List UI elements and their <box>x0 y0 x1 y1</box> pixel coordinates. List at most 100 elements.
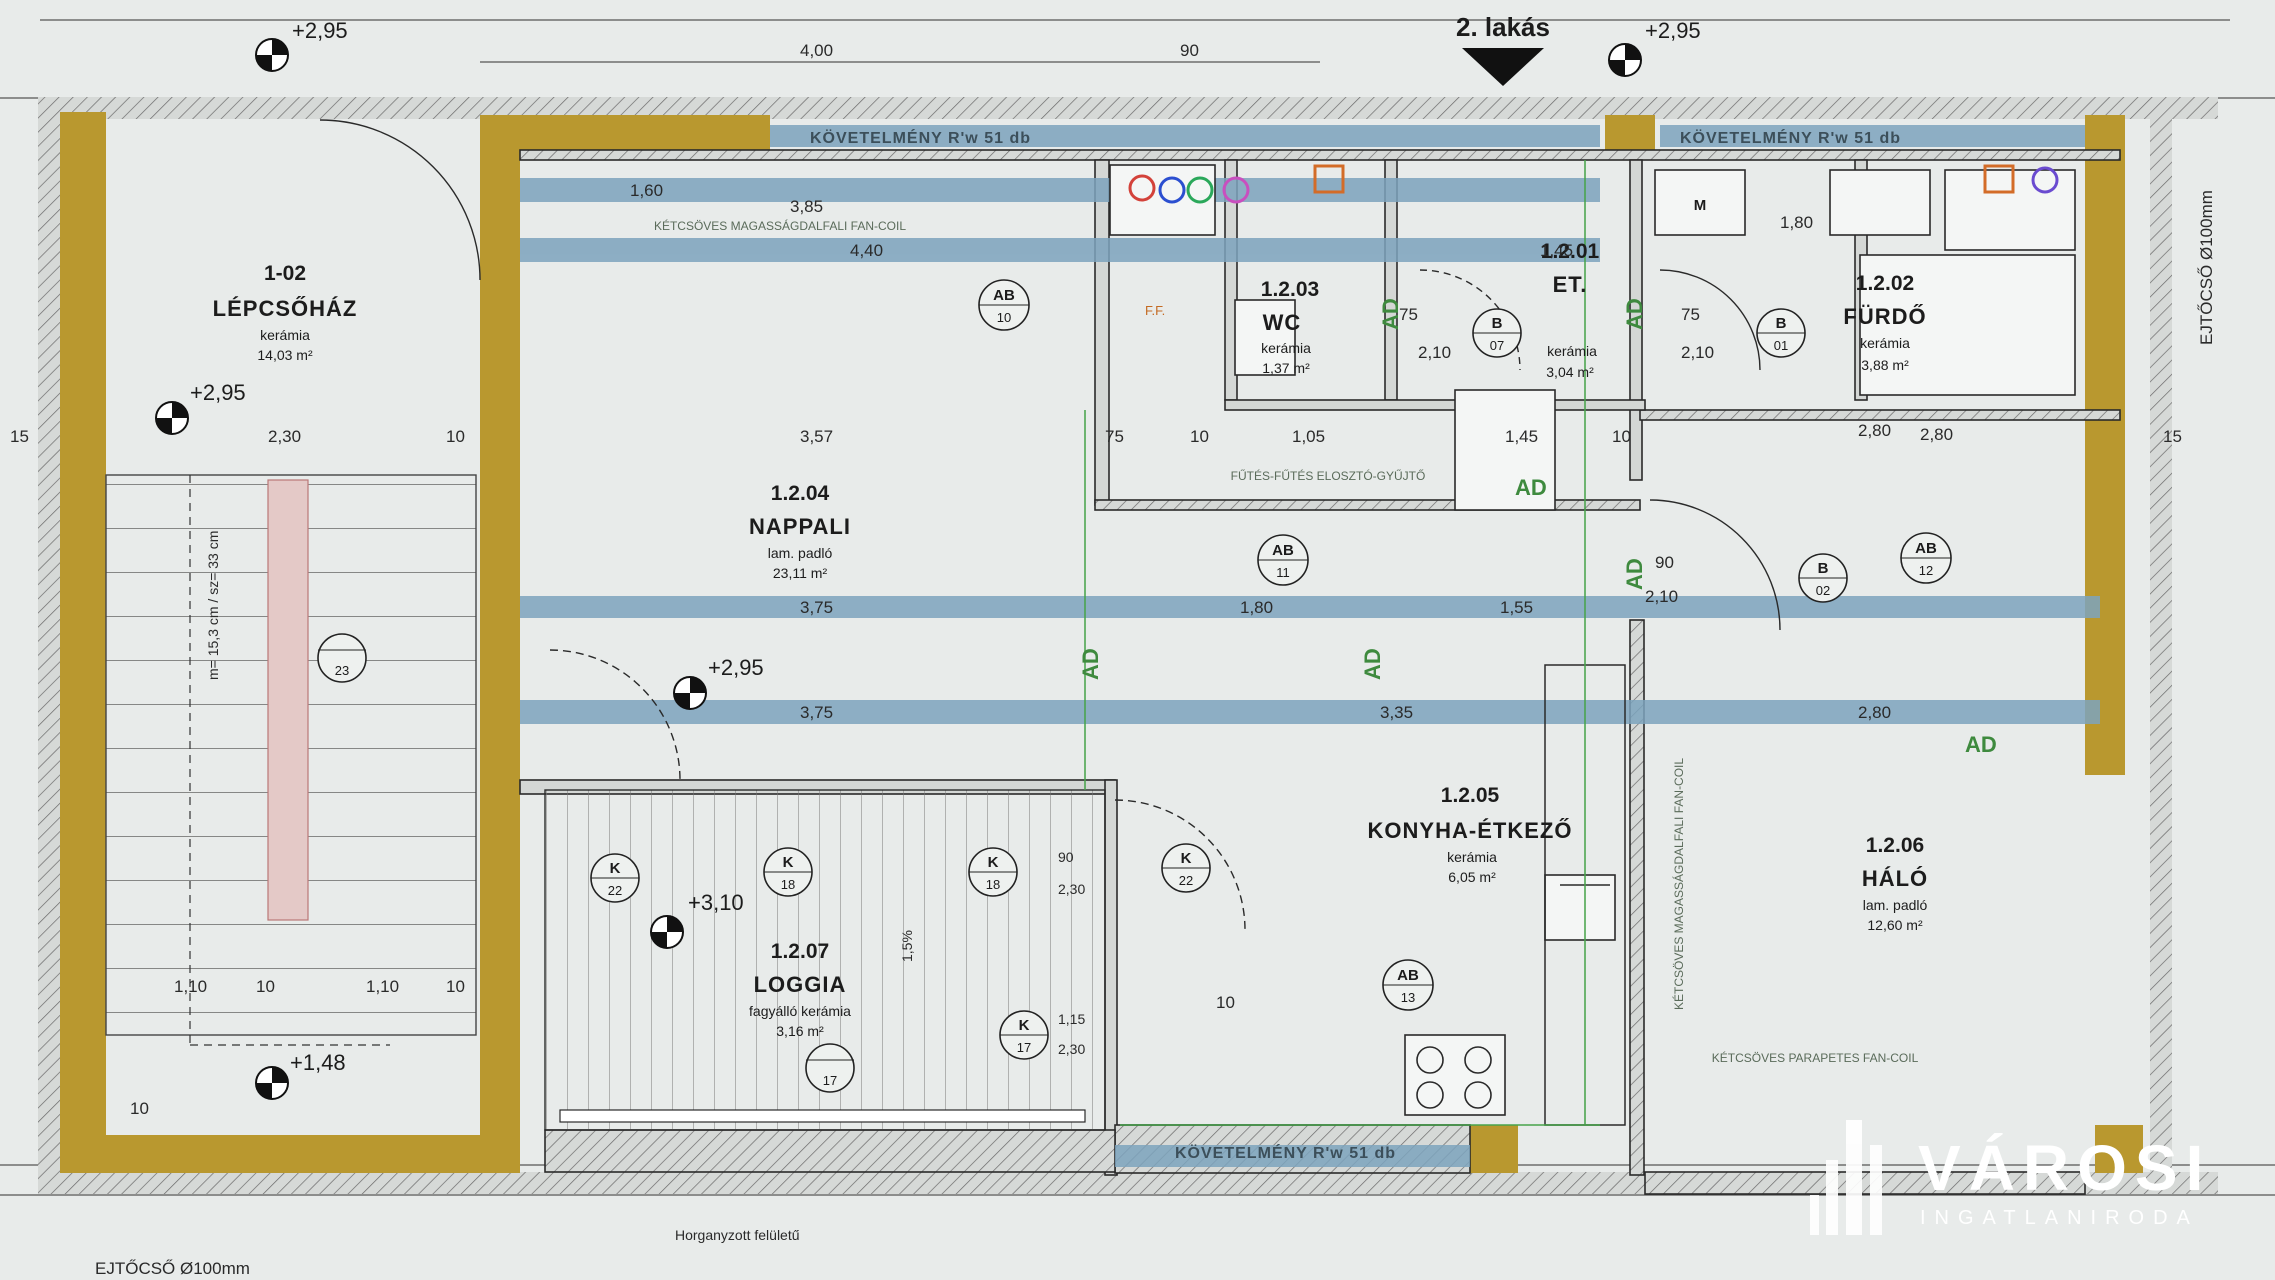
dim-label: 75 <box>1681 305 1700 324</box>
dim-label: 1,80 <box>1780 213 1813 232</box>
dim-label: 1,45 <box>1505 427 1538 446</box>
level-value: +2,95 <box>292 18 348 43</box>
tag-bottom: 02 <box>1816 583 1830 598</box>
room-area: 23,11 m² <box>773 565 828 581</box>
brand-logo-icon <box>1810 1120 1882 1235</box>
dim-label: 4,40 <box>850 241 883 260</box>
note-fancoil-bedroom: KÉTCSÖVES PARAPETES FAN-COIL <box>1712 1050 1919 1065</box>
room-konyha: 1.2.05 KONYHA-ÉTKEZŐ kerámia 6,05 m² <box>1368 784 1572 885</box>
dim-label: 10 <box>130 1099 149 1118</box>
dim-label: 10 <box>446 427 465 446</box>
dim-label: 1,45 <box>1540 241 1573 260</box>
bath-fixtures <box>1109 164 2076 1116</box>
tag-top: K <box>1181 850 1192 867</box>
room-number: 1-02 <box>264 262 306 285</box>
dim-label: 90 <box>1655 553 1674 572</box>
dim-label: 2,80 <box>1858 421 1891 440</box>
dim-label: 4,00 <box>800 41 833 60</box>
dim-label: 1,10 <box>174 977 207 996</box>
tag-bottom: 18 <box>781 877 795 892</box>
tag-bottom: 11 <box>1276 565 1290 580</box>
dim-label: 3,85 <box>790 197 823 216</box>
insulated-walls <box>60 112 2143 1173</box>
note-chimney-left: EJTŐCSŐ Ø100mm <box>95 1259 250 1278</box>
dim-label: 1,80 <box>1240 598 1273 617</box>
tag-bottom: 17 <box>823 1073 837 1088</box>
tag-bottom: 10 <box>997 310 1011 325</box>
brand-tagline: INGATLANIRODA <box>1920 1207 2199 1229</box>
note-ff: F.F. <box>1145 303 1165 318</box>
dim-label: 10 <box>1612 427 1631 446</box>
level-value: +2,95 <box>708 655 764 680</box>
note-sheet: Horganyzott felületű <box>675 1227 800 1243</box>
utility-pipes <box>1128 164 2059 204</box>
tag: 23 <box>317 633 367 683</box>
dim-label: 10 <box>1190 427 1209 446</box>
room-lepcsohaz: 1-02 LÉPCSŐHÁZ kerámia 14,03 m² <box>213 262 357 363</box>
apartment-title-text: 2. lakás <box>1456 12 1550 42</box>
room-name: NAPPALI <box>749 514 851 539</box>
ad-label: AD <box>1965 732 1997 757</box>
tag: B07 <box>1472 308 1522 358</box>
note-fancoil-top: KÉTCSÖVES MAGASSÁGDALFALI FAN-COIL <box>654 218 906 233</box>
dim-label: 2,30 <box>268 427 301 446</box>
level-markers: +2,95 +2,95 +2,95 +2,95 +3,10 +1,48 <box>155 18 1701 1100</box>
room-et: 1.2.01 ET. kerámia 3,04 m² <box>1541 240 1600 380</box>
room-nappali: 1.2.04 NAPPALI lam. padló 23,11 m² <box>749 482 851 581</box>
tag-top: AB <box>993 287 1015 304</box>
dim-label: 1,05 <box>1292 427 1325 446</box>
dim-label: 3,75 <box>800 598 833 617</box>
room-material: lam. padló <box>768 545 833 561</box>
room-wc: 1.2.03 WC kerámia 1,37 m² <box>1261 278 1319 376</box>
room-area: 6,05 m² <box>1448 869 1496 885</box>
room-labels: 1-02 LÉPCSŐHÁZ kerámia 14,03 m² 1.2.04 N… <box>213 240 1928 1039</box>
tag: AB 10 <box>978 279 1030 331</box>
dim-label: 10 <box>256 977 275 996</box>
dim-label: 90 <box>1058 849 1074 865</box>
tag-top: K <box>988 854 999 871</box>
dim-label: 1,60 <box>630 181 663 200</box>
tag-bottom: 12 <box>1919 563 1933 578</box>
room-halo: 1.2.06 HÁLÓ lam. padló 12,60 m² <box>1862 834 1928 933</box>
level-marker: +2,95 <box>155 380 246 435</box>
ad-label: AD <box>1360 648 1385 680</box>
tag: K 18 <box>763 847 813 897</box>
note-fancoil-kitchen: KÉTCSÖVES MAGASSÁGDALFALI FAN-COIL <box>1671 758 1686 1010</box>
tag-top: K <box>783 854 794 871</box>
ad-label: AD <box>1622 558 1647 590</box>
room-area: 14,03 m² <box>257 347 313 363</box>
level-marker: +1,48 <box>255 1050 346 1100</box>
dim-label: 3,75 <box>800 703 833 722</box>
room-name: WC <box>1263 310 1302 335</box>
room-number: 1.2.02 <box>1856 272 1914 295</box>
dim-label: 3,57 <box>800 427 833 446</box>
notes: KÉTCSÖVES MAGASSÁGDALFALI FAN-COIL KÉTCS… <box>95 190 2216 1278</box>
room-material: fagyálló kerámia <box>749 1003 851 1019</box>
dim-label: 75 <box>1105 427 1124 446</box>
north-arrow-icon <box>1462 48 1544 86</box>
ad-label: AD <box>1622 298 1647 330</box>
tag-top: B <box>1492 315 1503 332</box>
room-number: 1.2.01 <box>1541 240 1600 263</box>
dimension-labels: 4,00 90 1,60 3,85 4,40 3,75 1,80 1,55 3,… <box>10 41 2182 1118</box>
tag: 17 <box>805 1043 855 1093</box>
level-marker: +2,95 <box>255 18 348 72</box>
room-material: kerámia <box>1547 343 1597 359</box>
note-chimney-right: EJTŐCSŐ Ø100mm <box>2197 190 2216 345</box>
level-value: +3,10 <box>688 890 744 915</box>
room-number: 1.2.04 <box>771 482 830 505</box>
door-swings <box>319 119 1781 931</box>
room-material: kerámia <box>1447 849 1497 865</box>
tag-bottom: 22 <box>1179 873 1193 888</box>
dim-label: 1,15 <box>1058 1011 1085 1027</box>
tag: B02 <box>1798 553 1848 603</box>
room-material: kerámia <box>1860 335 1910 351</box>
tag: K22 <box>590 853 640 903</box>
dim-label: 75 <box>1399 305 1418 324</box>
tag-bottom: 13 <box>1401 990 1415 1005</box>
staircase <box>105 474 477 1046</box>
